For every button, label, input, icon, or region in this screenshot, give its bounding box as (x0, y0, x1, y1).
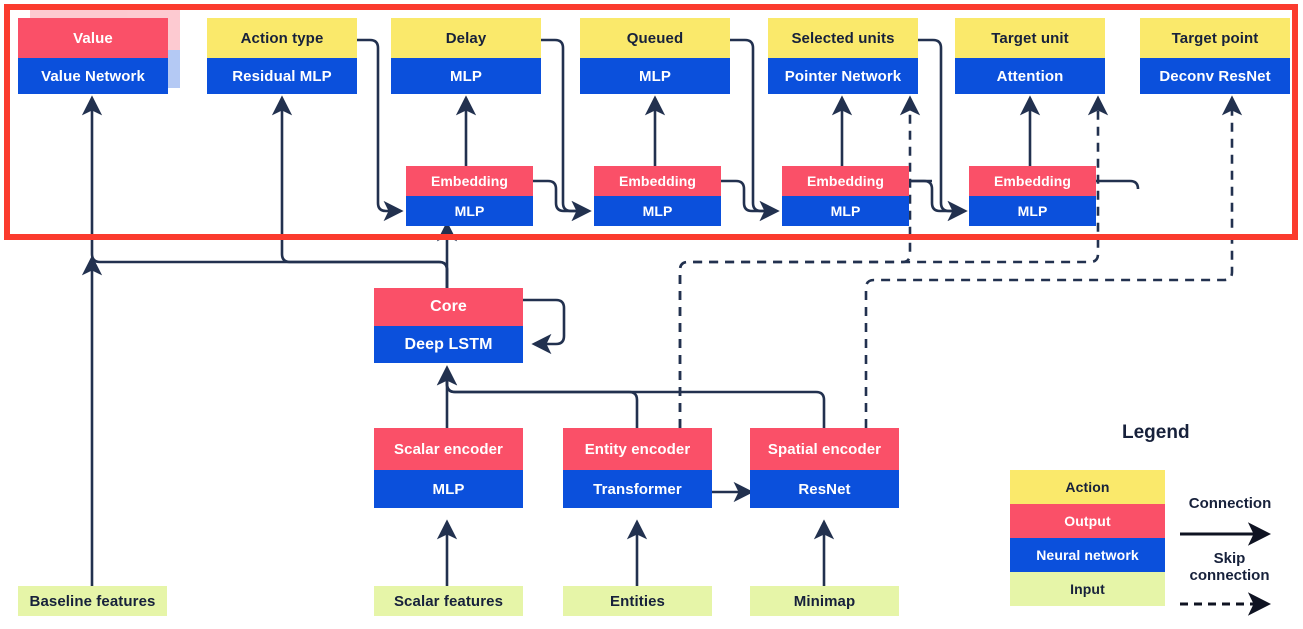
embedding-2-label: Embedding (594, 166, 721, 196)
embedding-4-network: MLP (969, 196, 1096, 226)
encoder-entity-network: Transformer (563, 470, 712, 508)
encoder-scalar-label: Scalar encoder (374, 428, 523, 470)
encoder-spatial-label: Spatial encoder (750, 428, 899, 470)
embedding-3-label: Embedding (782, 166, 909, 196)
legend-connection-label: Connection (1188, 495, 1272, 512)
embedding-2-network: MLP (594, 196, 721, 226)
head-selected-units-label: Selected units (768, 18, 918, 58)
head-selected-units[interactable]: Selected units Pointer Network (768, 18, 918, 94)
embedding-block-1[interactable]: Embedding MLP (406, 166, 533, 226)
input-baseline-features[interactable]: Baseline features (18, 586, 167, 616)
encoder-scalar[interactable]: Scalar encoder MLP (374, 428, 523, 508)
head-delay-label: Delay (391, 18, 541, 58)
legend-swatch-neural-network: Neural network (1010, 538, 1165, 572)
head-value[interactable]: Value Value Network (18, 18, 168, 94)
head-action-type-label: Action type (207, 18, 357, 58)
embedding-3-network: MLP (782, 196, 909, 226)
input-scalar-features[interactable]: Scalar features (374, 586, 523, 616)
head-queued-network: MLP (580, 58, 730, 94)
encoder-entity-label: Entity encoder (563, 428, 712, 470)
head-delay-network: MLP (391, 58, 541, 94)
head-queued[interactable]: Queued MLP (580, 18, 730, 94)
legend-swatch-output: Output (1010, 504, 1165, 538)
core-block[interactable]: Core Deep LSTM (374, 288, 523, 363)
legend-swatches: Action Output Neural network Input (1010, 470, 1165, 606)
input-entities[interactable]: Entities (563, 586, 712, 616)
encoder-entity[interactable]: Entity encoder Transformer (563, 428, 712, 508)
core-network: Deep LSTM (374, 326, 523, 363)
legend-swatch-input: Input (1010, 572, 1165, 606)
head-target-point-network: Deconv ResNet (1140, 58, 1290, 94)
embedding-block-4[interactable]: Embedding MLP (969, 166, 1096, 226)
head-value-label: Value (18, 18, 168, 58)
head-value-network: Value Network (18, 58, 168, 94)
legend-skip-connection-label: Skip connection (1189, 550, 1270, 585)
encoder-spatial-network: ResNet (750, 470, 899, 508)
embedding-4-label: Embedding (969, 166, 1096, 196)
head-action-type[interactable]: Action type Residual MLP (207, 18, 357, 94)
embedding-block-2[interactable]: Embedding MLP (594, 166, 721, 226)
head-queued-label: Queued (580, 18, 730, 58)
head-action-type-network: Residual MLP (207, 58, 357, 94)
encoder-scalar-network: MLP (374, 470, 523, 508)
core-label: Core (374, 288, 523, 326)
input-minimap[interactable]: Minimap (750, 586, 899, 616)
head-target-unit-label: Target unit (955, 18, 1105, 58)
embedding-1-label: Embedding (406, 166, 533, 196)
head-target-point-label: Target point (1140, 18, 1290, 58)
embedding-1-network: MLP (406, 196, 533, 226)
embedding-block-3[interactable]: Embedding MLP (782, 166, 909, 226)
head-target-unit-network: Attention (955, 58, 1105, 94)
legend-swatch-action: Action (1010, 470, 1165, 504)
legend-title: Legend (1122, 422, 1190, 443)
encoder-spatial[interactable]: Spatial encoder ResNet (750, 428, 899, 508)
head-delay[interactable]: Delay MLP (391, 18, 541, 94)
head-target-point[interactable]: Target point Deconv ResNet (1140, 18, 1290, 94)
head-target-unit[interactable]: Target unit Attention (955, 18, 1105, 94)
head-selected-units-network: Pointer Network (768, 58, 918, 94)
